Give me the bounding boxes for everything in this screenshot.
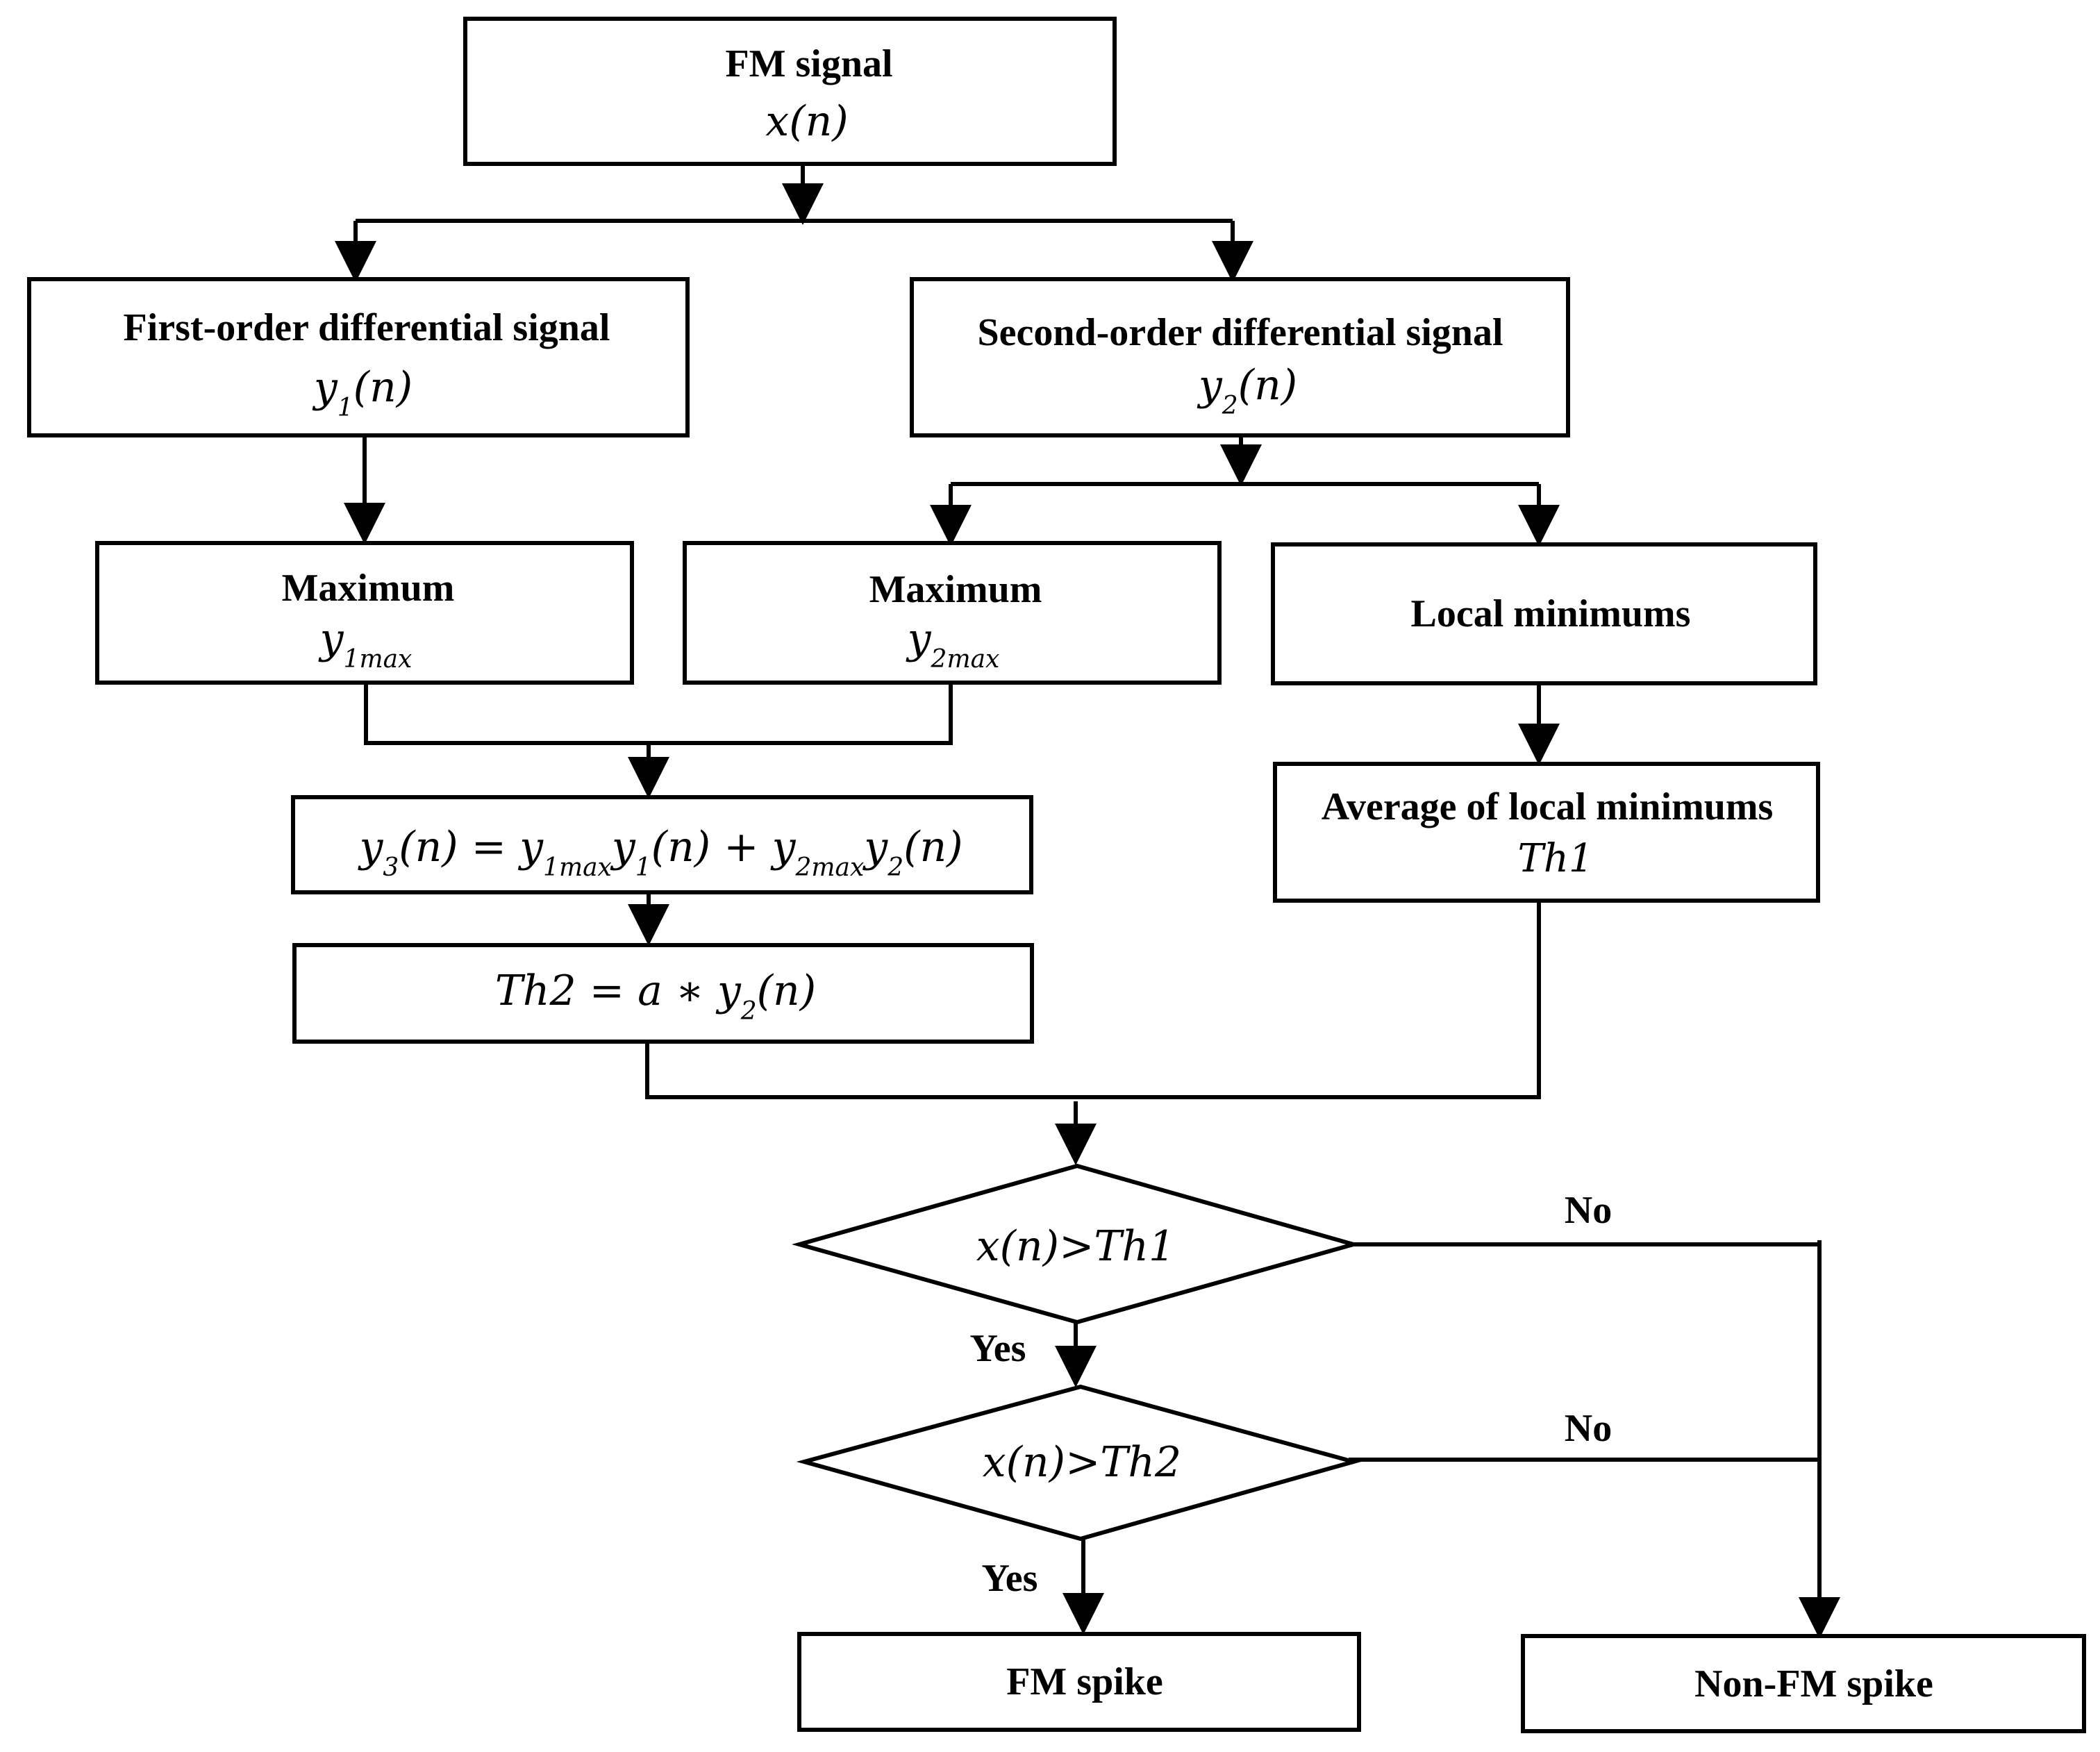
- node-first-order: First-order differential signal y1(n): [27, 277, 690, 437]
- decision2-text: x(n)>Th2: [983, 1438, 1181, 1487]
- fm-spike-title: FM spike: [1006, 1660, 1163, 1703]
- edge-labels: No Yes No Yes: [970, 1189, 1612, 1600]
- node-max2: Maximum y2max: [683, 541, 1222, 685]
- th2-formula: Th2 = a ∗ y2(n): [495, 967, 816, 1026]
- node-second-order: Second-order differential signal y2(n): [910, 277, 1570, 437]
- node-non-fm-spike: Non-FM spike: [1521, 1634, 2086, 1733]
- node-avg-min: Average of local minimums Th1: [1273, 762, 1820, 903]
- second-order-title: Second-order differential signal: [977, 311, 1503, 354]
- edge-threshold-merge: [645, 901, 1541, 1099]
- max1-title: Maximum: [282, 567, 455, 610]
- avg-min-formula: Th1: [1517, 836, 1593, 881]
- max2-formula: y2max: [906, 615, 1000, 674]
- first-order-formula: y1(n): [312, 363, 412, 422]
- node-local-min: Local minimums: [1271, 542, 1817, 685]
- node-fm-signal: FM signal x(n): [463, 17, 1117, 166]
- max1-formula: y1max: [318, 615, 412, 674]
- second-order-formula: y2(n): [1197, 361, 1297, 420]
- local-min-title: Local minimums: [1411, 592, 1691, 635]
- edge-label-d1-no: No: [1565, 1189, 1612, 1232]
- node-decision1: x(n)>Th1: [791, 1163, 1362, 1325]
- edge-label-d1-yes: Yes: [970, 1327, 1026, 1370]
- node-decision2: x(n)>Th2: [796, 1384, 1362, 1542]
- connectors: [335, 164, 1840, 1639]
- avg-min-title: Average of local minimums: [1322, 785, 1774, 828]
- non-fm-spike-title: Non-FM spike: [1694, 1662, 1933, 1705]
- node-max1: Maximum y1max: [95, 541, 634, 685]
- edge-label-d2-no: No: [1565, 1407, 1612, 1450]
- decision1-text: x(n)>Th1: [976, 1222, 1175, 1271]
- node-fm-spike: FM spike: [797, 1632, 1361, 1732]
- fm-signal-formula: x(n): [765, 97, 848, 146]
- node-th2-formula: Th2 = a ∗ y2(n): [292, 943, 1034, 1044]
- edge-max-merge: [364, 683, 953, 745]
- edge-label-d2-yes: Yes: [982, 1557, 1038, 1600]
- fm-signal-title: FM signal: [725, 42, 892, 85]
- y3-formula: y3(n) = y1maxy1(n) + y2maxy2(n): [357, 823, 962, 882]
- max2-title: Maximum: [869, 568, 1042, 611]
- first-order-title: First-order differential signal: [124, 306, 610, 349]
- node-y3-formula: y3(n) = y1maxy1(n) + y2maxy2(n): [291, 795, 1033, 894]
